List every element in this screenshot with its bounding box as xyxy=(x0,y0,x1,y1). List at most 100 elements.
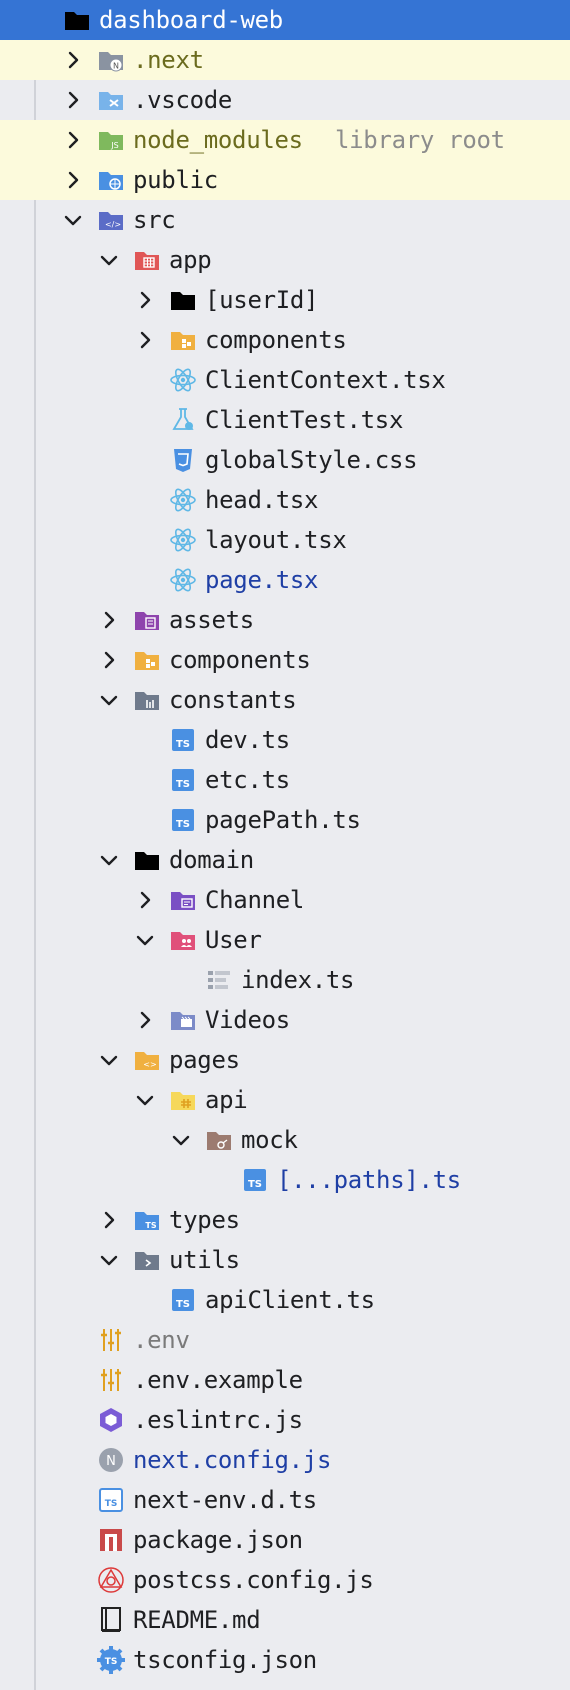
tree-row[interactable]: components xyxy=(0,640,570,680)
tree-row[interactable]: domain xyxy=(0,840,570,880)
chevron-right-icon[interactable] xyxy=(61,88,85,112)
chevron-right-icon[interactable] xyxy=(97,608,121,632)
chevron-down-icon[interactable] xyxy=(169,1128,193,1152)
tree-row[interactable]: head.tsx xyxy=(0,480,570,520)
chevron-down-icon[interactable] xyxy=(97,1248,121,1272)
node-folder-icon: JS xyxy=(97,126,125,154)
tree-item-label: ClientContext.tsx xyxy=(205,366,446,394)
svg-text:TS: TS xyxy=(176,779,190,790)
env-icon xyxy=(97,1326,125,1354)
chevron-down-icon[interactable] xyxy=(97,688,121,712)
tree-item-label: [...paths].ts xyxy=(277,1166,461,1194)
chevron-down-icon[interactable] xyxy=(97,848,121,872)
tree-row[interactable]: </> src xyxy=(0,200,570,240)
tree-row[interactable]: postcss.config.js xyxy=(0,1560,570,1600)
tree-row[interactable]: Channel xyxy=(0,880,570,920)
chevron-right-icon[interactable] xyxy=(133,1008,157,1032)
tree-row[interactable]: User xyxy=(0,920,570,960)
chevron-right-icon[interactable] xyxy=(133,888,157,912)
tree-item-label: .next xyxy=(133,46,204,74)
app-folder-icon xyxy=(133,246,161,274)
typescript-icon: TS xyxy=(169,806,197,834)
tree-row[interactable]: .vscode xyxy=(0,80,570,120)
tree-item-label: package.json xyxy=(133,1526,303,1554)
chevron-right-icon[interactable] xyxy=(133,328,157,352)
tree-item-label: dashboard-web xyxy=(99,6,283,34)
chevron-right-icon[interactable] xyxy=(61,48,85,72)
tree-row[interactable]: N .next xyxy=(0,40,570,80)
chevron-right-icon[interactable] xyxy=(61,128,85,152)
tree-row[interactable]: .eslintrc.js xyxy=(0,1400,570,1440)
svg-text:TS: TS xyxy=(105,1499,118,1509)
tree-row[interactable]: components xyxy=(0,320,570,360)
tree-row[interactable]: app xyxy=(0,240,570,280)
tree-row[interactable]: assets xyxy=(0,600,570,640)
tree-row[interactable]: utils xyxy=(0,1240,570,1280)
tree-row[interactable]: TS [...paths].ts xyxy=(0,1160,570,1200)
svg-text:TS: TS xyxy=(248,1179,262,1190)
tree-row[interactable]: README.md xyxy=(0,1600,570,1640)
tree-row[interactable]: public xyxy=(0,160,570,200)
tree-item-label: .env.example xyxy=(133,1366,303,1394)
folder-icon xyxy=(169,286,197,314)
source-folder-icon: </> xyxy=(97,206,125,234)
typescript-icon: TS xyxy=(169,726,197,754)
chevron-down-icon[interactable] xyxy=(97,1048,121,1072)
chevron-right-icon[interactable] xyxy=(97,1208,121,1232)
chevron-down-icon[interactable] xyxy=(97,248,121,272)
tree-row[interactable]: api xyxy=(0,1080,570,1120)
indent-guide xyxy=(34,38,36,1690)
tree-row[interactable]: Videos xyxy=(0,1000,570,1040)
mock-folder-icon xyxy=(205,1126,233,1154)
tree-item-label: index.ts xyxy=(241,966,355,994)
tree-row[interactable]: package.json xyxy=(0,1520,570,1560)
chevron-down-icon[interactable] xyxy=(61,208,85,232)
tree-row[interactable]: index.ts xyxy=(0,960,570,1000)
tree-row[interactable]: ClientTest.tsx xyxy=(0,400,570,440)
tree-row[interactable]: TS types xyxy=(0,1200,570,1240)
tree-row[interactable]: TS dev.ts xyxy=(0,720,570,760)
typescript-icon: TS xyxy=(241,1166,269,1194)
tree-item-label: Channel xyxy=(205,886,305,914)
tree-item-label: page.tsx xyxy=(205,566,319,594)
tree-item-label: components xyxy=(169,646,311,674)
chevron-right-icon[interactable] xyxy=(97,648,121,672)
tree-row[interactable]: .env xyxy=(0,1320,570,1360)
tree-item-label: next.config.js xyxy=(133,1446,332,1474)
tree-row[interactable]: TS etc.ts xyxy=(0,760,570,800)
tree-row[interactable]: mock xyxy=(0,1120,570,1160)
tree-row[interactable]: constants xyxy=(0,680,570,720)
tree-row[interactable]: ClientContext.tsx xyxy=(0,360,570,400)
tree-row[interactable]: TS next-env.d.ts xyxy=(0,1480,570,1520)
tree-row[interactable]: globalStyle.css xyxy=(0,440,570,480)
tree-row[interactable]: page.tsx xyxy=(0,560,570,600)
index-file-icon xyxy=(205,966,233,994)
tree-item-label: dev.ts xyxy=(205,726,290,754)
chevron-down-icon[interactable] xyxy=(133,928,157,952)
tree-item-label: components xyxy=(205,326,347,354)
chevron-down-icon[interactable] xyxy=(133,1088,157,1112)
react-icon xyxy=(169,566,197,594)
npm-icon xyxy=(97,1526,125,1554)
folder-icon xyxy=(63,6,91,34)
tree-item-label: Videos xyxy=(205,1006,290,1034)
tree-row[interactable]: <> pages xyxy=(0,1040,570,1080)
tree-item-label: app xyxy=(169,246,212,274)
tree-row[interactable]: TS apiClient.ts xyxy=(0,1280,570,1320)
tree-row[interactable]: layout.tsx xyxy=(0,520,570,560)
tree-item-label: README.md xyxy=(133,1606,261,1634)
tree-row[interactable]: TS pagePath.ts xyxy=(0,800,570,840)
postcss-icon xyxy=(97,1566,125,1594)
tree-row[interactable]: [userId] xyxy=(0,280,570,320)
chevron-right-icon[interactable] xyxy=(133,288,157,312)
tree-row[interactable]: dashboard-web xyxy=(0,0,570,40)
tree-item-label: layout.tsx xyxy=(205,526,347,554)
chevron-right-icon[interactable] xyxy=(61,168,85,192)
constants-folder-icon xyxy=(133,686,161,714)
tree-item-label: next-env.d.ts xyxy=(133,1486,317,1514)
tree-row[interactable]: .env.example xyxy=(0,1360,570,1400)
